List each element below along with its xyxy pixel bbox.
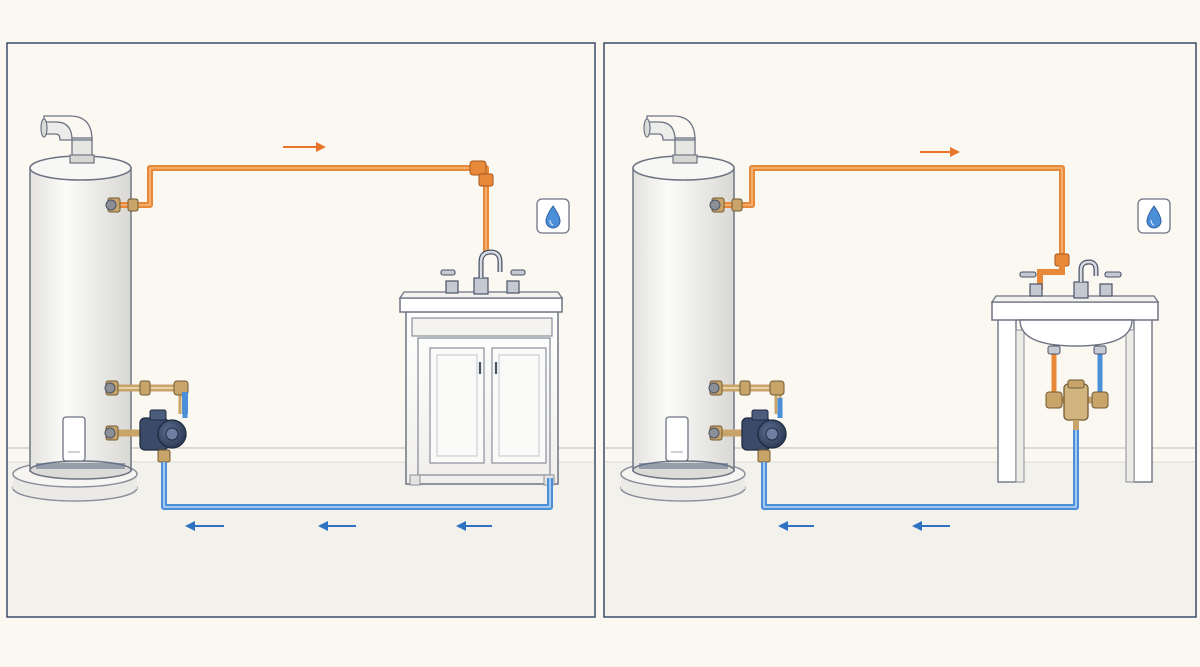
water-drop-badge — [1137, 198, 1171, 234]
arrow-right-icon — [950, 147, 960, 157]
water-drop-icon — [545, 205, 561, 229]
return-flow-arrow — [456, 521, 492, 531]
return-flow-arrow — [778, 521, 814, 531]
crossover-valve — [1063, 383, 1089, 421]
arrow-left-icon — [778, 521, 788, 531]
water-drop-badge — [536, 198, 570, 234]
arrow-left-icon — [912, 521, 922, 531]
hot-flow-arrow — [920, 147, 960, 157]
vanity-cabinet — [398, 291, 564, 486]
water-heater — [620, 115, 746, 502]
return-flow-arrow — [318, 521, 356, 531]
hot-flow-arrow — [283, 142, 326, 152]
recirculation-pump — [139, 409, 187, 463]
arrow-left-icon — [318, 521, 328, 531]
return-flow-arrow — [912, 521, 950, 531]
panel-left — [6, 42, 596, 618]
panel-right — [603, 42, 1197, 618]
crossover-valve-assembly — [1045, 345, 1109, 430]
water-heater — [12, 115, 138, 502]
arrow-right-icon — [316, 142, 326, 152]
faucet — [440, 249, 526, 295]
arrow-left-icon — [185, 521, 195, 531]
sink-basin — [1019, 319, 1133, 347]
faucet — [1019, 259, 1122, 299]
thermostat-panel — [62, 416, 86, 462]
recirculation-pump — [741, 409, 787, 463]
sink-stand — [990, 295, 1160, 483]
arrow-left-icon — [456, 521, 466, 531]
water-drop-icon — [1146, 205, 1162, 229]
return-flow-arrow — [185, 521, 224, 531]
thermostat-panel — [665, 416, 689, 462]
